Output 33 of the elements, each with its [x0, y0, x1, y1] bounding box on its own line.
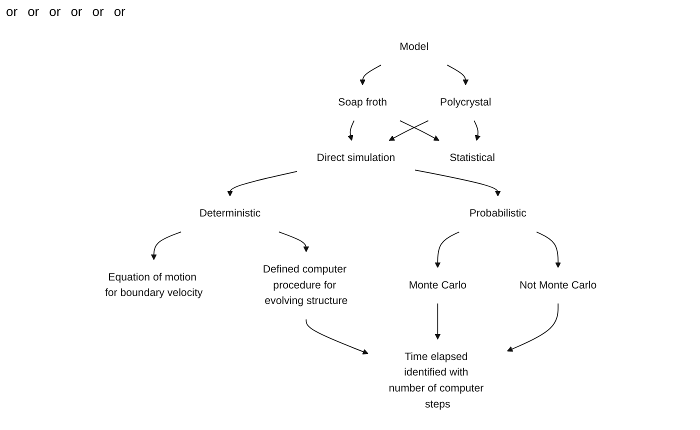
- node-text: Direct simulation: [316, 152, 395, 164]
- note-text: or: [49, 4, 61, 19]
- note-text: or: [92, 4, 104, 19]
- arrow: [473, 120, 480, 141]
- node-text: Model: [399, 41, 428, 52]
- node-text: Deterministic: [198, 208, 260, 220]
- arrow: [434, 303, 440, 340]
- arrow: [305, 318, 368, 354]
- node-text: Statistical: [449, 152, 495, 164]
- arrow: [399, 120, 439, 141]
- node-text: Monte Carlo: [408, 280, 466, 291]
- note-text: or: [6, 4, 18, 19]
- arrow: [536, 232, 561, 268]
- arrow: [347, 120, 354, 141]
- arrow: [388, 120, 428, 141]
- arrow: [359, 64, 381, 86]
- arrow: [150, 232, 182, 260]
- arrow: [506, 303, 558, 352]
- arrow: [446, 64, 468, 86]
- arrow: [414, 170, 500, 196]
- arrow: [226, 171, 297, 196]
- arrow: [278, 232, 309, 252]
- note-text: or: [70, 4, 82, 19]
- note-text: or: [28, 4, 40, 19]
- node-text: Polycrystal: [440, 96, 491, 108]
- note-text: or: [114, 4, 126, 19]
- node-text: Not Monte Carlo: [519, 280, 596, 291]
- node-text: Soap froth: [338, 96, 387, 108]
- arrow: [434, 232, 460, 268]
- node-text: Probabilistic: [468, 208, 526, 220]
- node-text: Equation of motion for boundary velocity: [104, 272, 202, 299]
- node-text: Time elapsed identified with number of computer steps: [388, 351, 484, 410]
- node-text: Defined computer procedure for evolving structure: [262, 264, 348, 307]
